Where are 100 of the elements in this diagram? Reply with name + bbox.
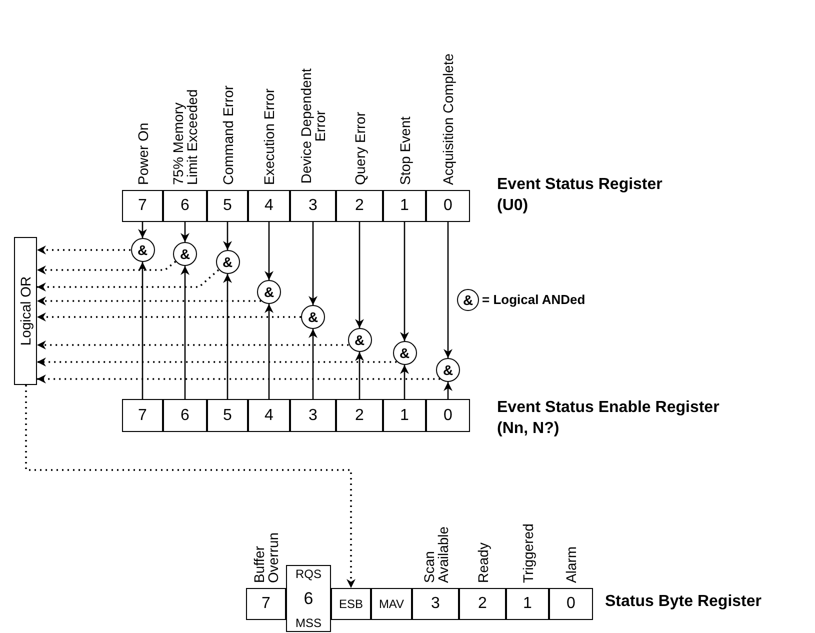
register-bit-cell bbox=[163, 399, 207, 432]
register-bit-cell bbox=[122, 190, 163, 222]
and-gate-circle bbox=[457, 289, 479, 311]
bit-label: 0 bbox=[566, 596, 576, 612]
register-bit-cell bbox=[248, 190, 290, 222]
bit-name-label: Command Error bbox=[220, 85, 234, 185]
arrow bbox=[180, 222, 190, 242]
bit-name-label: Ready bbox=[476, 542, 490, 583]
arrow bbox=[223, 274, 232, 399]
register-bit-cell bbox=[122, 399, 163, 432]
bit-label: 1 bbox=[400, 198, 409, 214]
register-bit-cell bbox=[246, 588, 286, 620]
bit-name-label: Execution Error bbox=[262, 88, 276, 185]
arrow bbox=[308, 222, 318, 305]
and-symbol: & bbox=[180, 247, 190, 261]
dotted-arrow bbox=[37, 340, 349, 350]
bit-label: 7 bbox=[138, 408, 147, 424]
legend-text: = Logical ANDed bbox=[482, 292, 586, 307]
bit-label: 5 bbox=[223, 198, 232, 214]
bit-label: 0 bbox=[444, 198, 452, 214]
arrow bbox=[444, 382, 452, 399]
arrow bbox=[223, 222, 232, 250]
bit-name-label: 75% Memory Limit Exceeded bbox=[171, 88, 199, 185]
and-symbol: & bbox=[462, 293, 474, 307]
and-gate-circle bbox=[392, 341, 416, 365]
dotted-arrow bbox=[37, 358, 397, 366]
bit-label: MSS bbox=[295, 617, 322, 631]
bit-name-label: Scan Available bbox=[422, 525, 450, 583]
bit-name-label: Alarm bbox=[564, 546, 578, 583]
register-title: Event Status Enable Register (Nn, N?) bbox=[497, 398, 720, 439]
and-gate-circle bbox=[130, 238, 154, 262]
arrow bbox=[180, 266, 190, 399]
register-bit-cell bbox=[207, 399, 248, 432]
bit-label: 1 bbox=[400, 408, 409, 424]
register-bit-cell bbox=[163, 190, 207, 222]
bit-label: 7 bbox=[262, 596, 270, 612]
register-bit-cell bbox=[248, 399, 290, 432]
and-symbol: & bbox=[137, 243, 148, 257]
and-gate-circle bbox=[348, 328, 372, 352]
register-bit-cell bbox=[371, 588, 412, 620]
dotted-arrow bbox=[37, 269, 220, 292]
bit-label: RQS bbox=[295, 566, 322, 580]
arrow bbox=[355, 222, 364, 328]
dotted-arrow bbox=[37, 246, 130, 254]
register-bit-cell bbox=[459, 588, 506, 620]
and-symbol: & bbox=[264, 285, 274, 299]
and-symbol: & bbox=[222, 255, 233, 269]
register-bit-cell bbox=[426, 399, 470, 432]
bit-label: 0 bbox=[444, 408, 452, 424]
register-bit-cell bbox=[506, 588, 549, 620]
and-gate-circle bbox=[436, 358, 460, 382]
register-bit-cell bbox=[290, 190, 336, 222]
logical-or-box bbox=[14, 237, 37, 385]
arrow bbox=[400, 222, 409, 341]
bit-name-label: Triggered bbox=[520, 524, 534, 583]
and-symbol: & bbox=[399, 346, 410, 360]
arrow bbox=[138, 222, 147, 238]
register-bit-cell bbox=[383, 190, 426, 222]
bit-label: MAV bbox=[378, 598, 404, 610]
register-bit-cell bbox=[286, 565, 331, 632]
arrow bbox=[264, 304, 274, 399]
register-bit-cell bbox=[290, 399, 336, 432]
dotted-arrow bbox=[25, 385, 356, 588]
and-symbol: & bbox=[354, 333, 365, 347]
bit-label: 2 bbox=[355, 408, 364, 424]
dotted-arrow bbox=[37, 260, 176, 274]
bit-label: 7 bbox=[138, 198, 147, 214]
gate-label: Logical OR bbox=[18, 276, 32, 346]
bit-name-label: Acquisition Complete bbox=[441, 53, 455, 185]
dotted-arrow bbox=[37, 374, 440, 384]
bit-label: 6 bbox=[304, 590, 314, 607]
bit-name-label: Device Dependent Error bbox=[299, 67, 327, 185]
bit-label: 2 bbox=[355, 198, 364, 214]
and-gate-circle bbox=[173, 242, 197, 266]
bit-label: 3 bbox=[308, 408, 318, 424]
bit-label: 6 bbox=[180, 408, 190, 424]
bit-label: 4 bbox=[264, 408, 274, 424]
register-bit-cell bbox=[412, 588, 459, 620]
register-bit-cell bbox=[549, 588, 593, 620]
bit-label: 3 bbox=[431, 596, 440, 612]
arrow bbox=[264, 222, 274, 280]
bit-label: 5 bbox=[223, 408, 232, 424]
arrow bbox=[308, 329, 318, 399]
register-bit-cell bbox=[207, 190, 248, 222]
register-bit-cell bbox=[426, 190, 470, 222]
bit-label: 6 bbox=[180, 198, 190, 214]
arrow bbox=[355, 352, 364, 399]
arrow bbox=[138, 262, 147, 399]
and-symbol: & bbox=[442, 363, 454, 377]
dotted-arrow bbox=[37, 296, 262, 306]
and-gate-circle bbox=[301, 305, 325, 329]
arrow bbox=[444, 222, 452, 358]
bit-name-label: Power On bbox=[136, 122, 150, 185]
register-bit-cell bbox=[336, 399, 383, 432]
bit-label: 2 bbox=[478, 596, 487, 612]
dotted-arrow bbox=[37, 312, 301, 322]
register-title: Status Byte Register bbox=[605, 592, 762, 612]
bit-name-label: Query Error bbox=[352, 112, 366, 185]
bit-label: 4 bbox=[264, 198, 274, 214]
and-symbol: & bbox=[308, 310, 318, 324]
